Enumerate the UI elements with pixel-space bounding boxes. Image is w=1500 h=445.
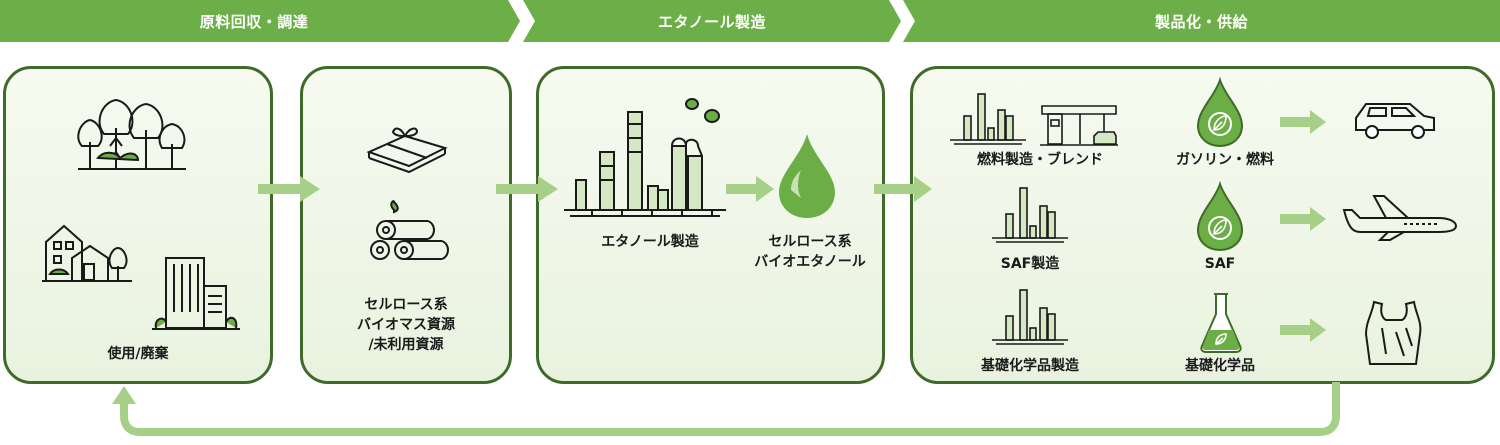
label-line: /未利用資源 xyxy=(368,337,444,353)
fuel-blend-label: 燃料製造・ブレンド xyxy=(977,152,1103,168)
return-loop-arrow xyxy=(112,382,1340,436)
car-icon xyxy=(1355,103,1435,139)
stage-banner-products: 製品化・供給 xyxy=(903,0,1500,42)
label-line: セルロース系 xyxy=(768,234,852,250)
panel-biomass-resources xyxy=(300,66,512,384)
flow-arrow xyxy=(496,176,558,202)
fuel-factory-icon xyxy=(950,93,1026,145)
label-line: バイオエタノール xyxy=(754,254,866,270)
stage-banner-label: 製品化・供給 xyxy=(1154,12,1248,31)
saf-drop-icon xyxy=(1196,180,1244,252)
label-line: セルロース系 xyxy=(364,297,448,313)
houses-icon xyxy=(42,224,132,282)
paper-bundle-icon xyxy=(366,127,448,174)
flow-arrow xyxy=(874,176,932,202)
usage-label: 使用/廃棄 xyxy=(107,346,169,362)
buildings-icon xyxy=(152,257,240,330)
label-line: バイオマス資源 xyxy=(357,317,455,333)
saf-production-label: SAF製造 xyxy=(1000,256,1060,272)
firewood-icon xyxy=(370,200,449,260)
ethanol-process-label: エタノール製造 xyxy=(601,234,699,250)
flow-arrow xyxy=(1280,207,1326,231)
chemical-production-label: 基礎化学品製造 xyxy=(981,358,1079,374)
flow-arrow xyxy=(258,176,320,202)
ethanol-plant-icon xyxy=(564,98,726,217)
chemical-factory-icon xyxy=(992,289,1068,345)
airplane-icon xyxy=(1342,195,1458,241)
flow-arrow xyxy=(726,176,774,202)
flow-arrow xyxy=(1280,110,1326,134)
saf-factory-icon xyxy=(992,187,1068,243)
stage-banner-label: エタノール製造 xyxy=(657,12,767,31)
panel-use-disposal xyxy=(3,66,273,384)
chemicals-label: 基礎化学品 xyxy=(1185,358,1255,374)
fuel-drop-icon xyxy=(1196,76,1244,148)
forest-icon xyxy=(77,98,186,170)
stage-banner-procurement: 原料回収・調達 xyxy=(0,0,520,42)
biomass-resource-label: セルロース系 バイオマス資源 /未利用資源 xyxy=(330,295,482,355)
gasoline-label: ガソリン・燃料 xyxy=(1176,152,1274,168)
gas-station-icon xyxy=(1040,105,1118,146)
flow-arrow xyxy=(1280,318,1326,342)
saf-label: SAF xyxy=(1204,256,1236,272)
bioethanol-drop-icon xyxy=(779,134,835,218)
stage-banner-label: 原料回収・調達 xyxy=(199,12,309,31)
bioethanol-label: セルロース系 バイオエタノール xyxy=(740,232,880,272)
plastic-bag-icon xyxy=(1364,300,1422,365)
stage-banner-ethanol: エタノール製造 xyxy=(523,0,901,42)
flask-icon xyxy=(1200,293,1242,353)
